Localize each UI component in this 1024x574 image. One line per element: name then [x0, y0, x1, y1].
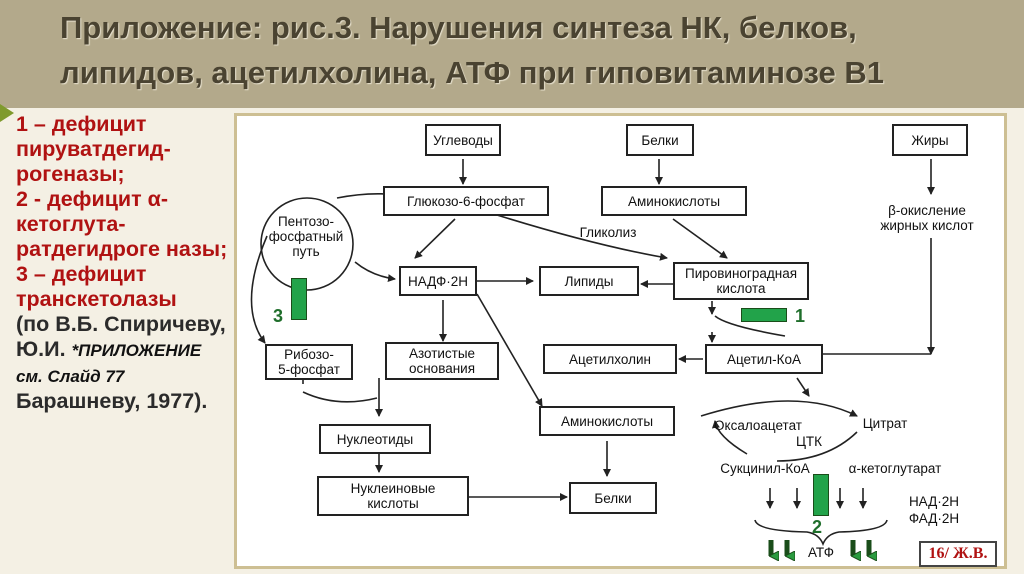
label-citrate: Цитрат — [862, 416, 908, 431]
box-proteins-source: Белки — [626, 124, 694, 156]
label-tca-cycle: ЦТК — [795, 434, 823, 449]
box-amino-acids-top: Аминокислоты — [601, 186, 747, 216]
box-fats: Жиры — [892, 124, 968, 156]
box-amino-acids-mid: Аминокислоты — [539, 406, 675, 436]
box-glucose-6-phosphate: Глюкозо-6-фосфат — [383, 186, 549, 216]
legend-item-2: 2 - дефицит α-кетоглута-ратдегидроге наз… — [16, 187, 228, 261]
block-number-1: 1 — [795, 306, 806, 326]
reference-part-a: (по В.Б. Спиричеву, Ю.И. — [16, 312, 226, 361]
appendix-note: *ПРИЛОЖЕНИЕ см. Слайд 77 — [16, 341, 202, 386]
block-number-3: 3 — [273, 306, 284, 326]
slide-title-line-2: липидов, ацетилхолина, АТФ при гиповитам… — [60, 55, 884, 90]
label-atp: АТФ — [807, 545, 834, 560]
legend-item-3: 3 – дефицит транскетолазы — [16, 262, 177, 311]
box-carbohydrates: Углеводы — [425, 124, 501, 156]
box-pyruvic-acid: Пировиноградная кислота — [673, 262, 809, 300]
box-acetylcholine: Ацетилхолин — [543, 344, 677, 374]
block-1-marker — [741, 308, 787, 322]
legend-item-1: 1 – дефицит пируватдегид-рогеназы; — [16, 112, 171, 186]
label-glycolysis: Гликолиз — [579, 225, 637, 240]
box-nitrogenous-bases: Азотистые основания — [385, 342, 499, 380]
label-beta-oxidation: β-окисление жирных кислот — [880, 203, 974, 233]
label-oxaloacetate: Оксалоацетат — [714, 418, 802, 433]
box-nadph: НАДФ·2Н — [399, 266, 477, 296]
connector-arrows — [250, 159, 935, 566]
reference-part-b: Барашневу, 1977). — [16, 389, 208, 413]
box-ribose-5-phosphate: Рибозо- 5-фосфат — [265, 344, 353, 380]
title-bar: Приложение: рис.3. Нарушения синтеза НК,… — [0, 0, 1024, 108]
label-pentose-phosphate-pathway: Пентозо- фосфатный путь — [268, 214, 344, 259]
label-fadh: ФАД·2Н — [908, 511, 960, 526]
metabolism-diagram: Углеводы Белки Жиры Глюкозо-6-фосфат Ами… — [234, 113, 1007, 569]
box-lipids: Липиды — [539, 266, 639, 296]
label-nadh: НАД·2Н — [908, 494, 960, 509]
bullet-arrow-icon — [0, 104, 14, 122]
slide-title-line-1: Приложение: рис.3. Нарушения синтеза НК,… — [60, 10, 857, 45]
slide-number-label: 16/ Ж.В. — [919, 541, 997, 567]
block-3-marker — [291, 278, 307, 320]
block-2-marker — [813, 474, 829, 516]
deficit-legend: 1 – дефицит пируватдегид-рогеназы; 2 - д… — [16, 112, 231, 414]
label-succinyl-coa: Сукцинил-КоА — [720, 461, 810, 476]
box-nucleotides: Нуклеотиды — [319, 424, 431, 454]
box-proteins-result: Белки — [569, 482, 657, 514]
box-acetyl-coa: Ацетил-КоА — [705, 344, 823, 374]
reference-authors: (по В.Б. Спиричеву, Ю.И. *ПРИЛОЖЕНИЕ см.… — [16, 312, 231, 414]
block-number-2: 2 — [812, 517, 823, 537]
box-nucleic-acids: Нуклеиновые кислоты — [317, 476, 469, 516]
label-alpha-ketoglutarate: α-кетоглутарат — [848, 461, 942, 476]
